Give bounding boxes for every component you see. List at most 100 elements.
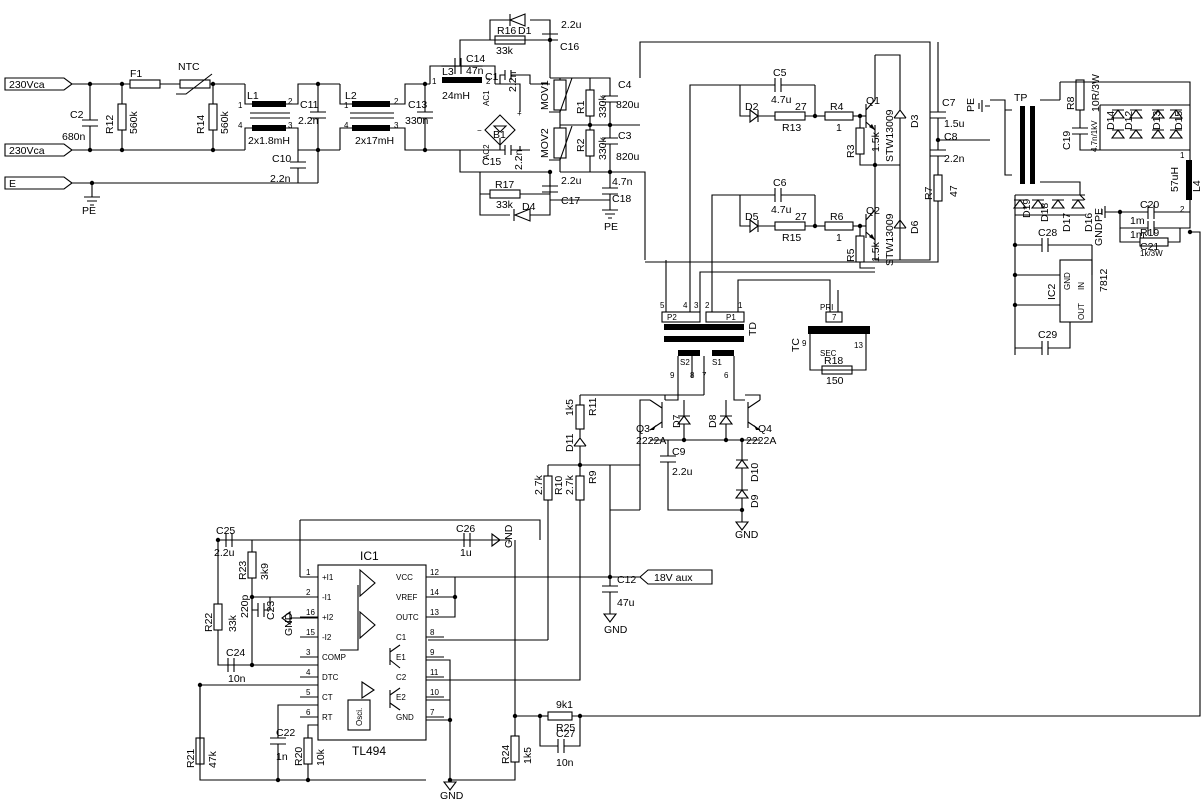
c14-label: C14: [466, 53, 485, 65]
resistor-r15: 27 R15: [774, 195, 816, 244]
gnd-label-ic1: GND: [440, 790, 464, 800]
c8-value: 2.2n: [944, 153, 965, 165]
transistor-q4: Q4 2222A: [746, 399, 776, 447]
c1-label: C1: [485, 71, 499, 83]
r4-label: R4: [830, 101, 844, 113]
d5-label: D5: [745, 211, 759, 223]
r15-label: R15: [782, 232, 801, 244]
d19-label: D19: [1021, 199, 1033, 218]
ic1-pin-name: GND: [396, 713, 414, 722]
port-earth: E: [4, 176, 73, 190]
ic1-pin-name: -I1: [322, 593, 332, 602]
ic1-pin-name: E2: [396, 693, 406, 702]
resistor-r20: R20 10k: [293, 724, 327, 780]
pe-label-out: PE: [1093, 208, 1105, 222]
r3-value: 1.5k: [870, 131, 882, 152]
c12-value: 47u: [617, 597, 635, 609]
c27-value: 10n: [556, 757, 574, 769]
capacitor-c6: C6 4.7u: [740, 177, 815, 216]
capacitor-c18: 4.7n C18 PE: [602, 172, 633, 233]
svg-text:2: 2: [486, 77, 491, 86]
r12-label: R12: [104, 115, 116, 134]
capacitor-c26: C26 1u GND: [456, 523, 515, 559]
d11-label: D11: [564, 433, 576, 452]
c23-label: C23: [265, 601, 277, 620]
ic1-pin-name: COMP: [322, 653, 346, 662]
port-aux-label: 18V aux: [654, 572, 693, 584]
d18-label: D18: [1039, 203, 1051, 222]
q4-label: Q4: [758, 423, 772, 435]
c24-value: 10n: [228, 673, 246, 685]
capacitor-c19: C19 4.7n/1kV: [1061, 110, 1100, 152]
snubber-bottom: R17 33k D4 2.2u C17: [479, 172, 582, 222]
thermistor-ntc: NTC: [176, 61, 213, 95]
ic1-pin-number: 3: [306, 648, 311, 657]
c9-value: 2.2u: [672, 466, 693, 478]
q1-label: Q1: [866, 95, 880, 107]
port-n-in: 230Vca: [4, 143, 73, 157]
r20-label: R20: [293, 747, 305, 766]
capacitor-c3: C3 820u: [602, 125, 640, 172]
svg-text:2: 2: [1180, 205, 1185, 214]
c14-value: 47n: [466, 65, 484, 77]
r10-value: 2.7k: [533, 474, 545, 495]
q4-value: 2222A: [746, 435, 776, 447]
svg-text:1: 1: [238, 101, 243, 110]
c28-label: C28: [1038, 227, 1057, 239]
gnd-label-out: GND: [1093, 222, 1105, 246]
r7-label: R7: [923, 186, 935, 200]
tc-pin-13: 13: [854, 341, 863, 350]
c3-label: C3: [618, 130, 632, 142]
ic1-pin-number: 15: [306, 628, 315, 637]
r10-label: R10: [553, 476, 565, 495]
d14-label: D14: [1105, 111, 1117, 130]
ic1-pin-5: 5CT: [300, 688, 333, 702]
r1-value: 330k: [597, 94, 609, 118]
d10-label: D10: [749, 463, 761, 482]
r20-value: 10k: [315, 748, 327, 766]
capacitor-c13: C13 330n: [405, 81, 433, 153]
tp-label: TP: [1014, 92, 1027, 104]
diode-d9: D9: [734, 489, 761, 518]
resistor-r14: R14 560k: [195, 81, 231, 153]
ic1-pin-name: CT: [322, 693, 333, 702]
ic1-pin-name: RT: [322, 713, 333, 722]
ic1-pin-name: VCC: [396, 573, 413, 582]
r16-label: R16: [497, 25, 516, 37]
svg-text:1: 1: [432, 77, 437, 86]
diode-d10: D10: [734, 459, 761, 490]
resistor-r18: R18 150: [821, 355, 853, 387]
resistor-r1: R1 330k: [575, 78, 609, 125]
l1-value: 2x1.8mH: [248, 135, 290, 147]
r19-value: 1k/3W: [1140, 249, 1163, 258]
c18-label: C18: [612, 193, 631, 205]
ic1-pin-1: 1+I1: [300, 568, 334, 582]
l2-label: L2: [345, 90, 357, 102]
r18-value: 150: [826, 375, 844, 387]
gnd-ic1-pin16: GND: [281, 610, 318, 636]
capacitor-c24: C24 10n: [218, 597, 318, 685]
ic1-pin-number: 16: [306, 608, 315, 617]
td-pin-3: 3: [694, 301, 699, 310]
port-n-in-label: 230Vca: [9, 145, 45, 157]
gnd-label-c12: GND: [604, 624, 628, 636]
transformer-tp: TP PE: [965, 92, 1060, 184]
capacitor-c2: C2 680n: [62, 81, 98, 153]
c24-label: C24: [226, 647, 245, 659]
c18-value: 4.7n: [612, 176, 633, 188]
r18-label: R18: [824, 355, 843, 367]
resistor-r12: R12 560k: [104, 81, 140, 153]
td-label: TD: [747, 322, 759, 336]
c19-value: 4.7n/1kV: [1090, 120, 1099, 152]
c9-label: C9: [672, 446, 686, 458]
capacitor-c22: C22 1n: [270, 704, 426, 781]
r2-label: R2: [575, 138, 587, 152]
earth-symbol-left: PE: [82, 180, 100, 217]
r24-value: 1k5: [522, 747, 534, 764]
junctions: [197, 37, 1193, 783]
diode-d2: D2: [739, 85, 775, 124]
diode-d7: D7: [671, 400, 692, 440]
r9-value: 2.7k: [564, 474, 576, 495]
